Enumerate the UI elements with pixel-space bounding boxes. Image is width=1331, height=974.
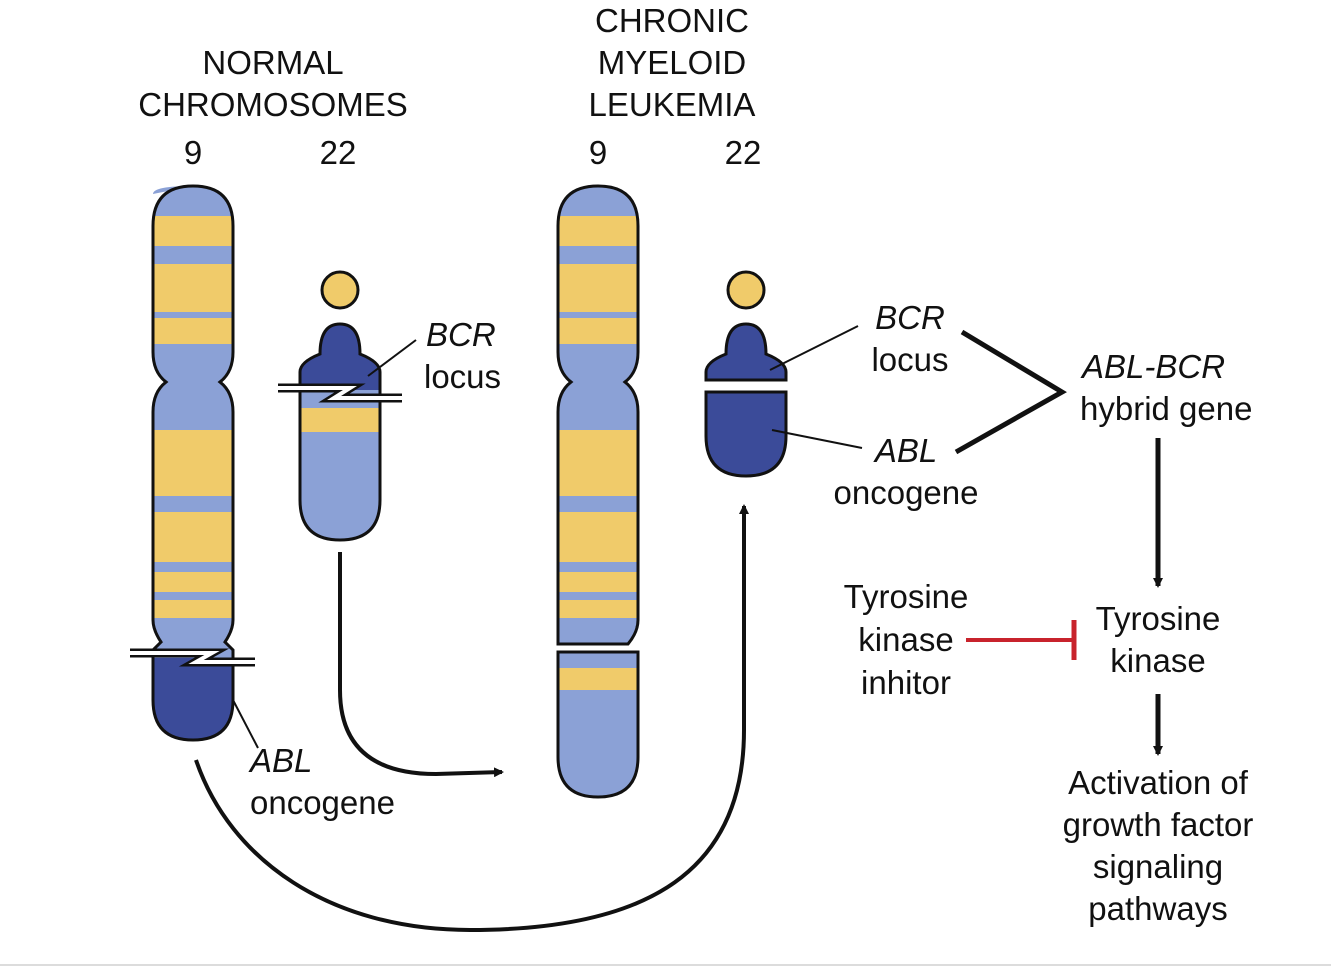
- abl-normal-oncogene-label: oncogene: [250, 784, 395, 821]
- normal-chromosome-9: [130, 184, 255, 742]
- normal-chromosome-22: [278, 270, 402, 542]
- hybrid-gene-suffix: hybrid gene: [1080, 390, 1253, 427]
- band: [153, 572, 233, 592]
- band: [300, 408, 380, 432]
- activation-line4: pathways: [1088, 890, 1228, 927]
- inhibitor-line3: inhitor: [861, 664, 951, 701]
- abl-normal-leader: [232, 699, 259, 749]
- band: [153, 216, 233, 246]
- tyrosine-kinase-line2: kinase: [1110, 642, 1206, 679]
- bcr-cml-locus-label: locus: [871, 341, 949, 378]
- bottom-divider: [0, 964, 1331, 966]
- band: [153, 512, 233, 562]
- band: [558, 600, 638, 618]
- bcr-segment: [300, 324, 380, 390]
- inhibitor-line2: kinase: [858, 621, 954, 658]
- band: [153, 430, 233, 496]
- inhibitor-line1: Tyrosine: [843, 578, 969, 615]
- activation-line1: Activation of: [1068, 764, 1248, 801]
- activation-line3: signaling: [1092, 848, 1224, 885]
- band: [558, 668, 638, 690]
- cml-header-line3: LEUKEMIA: [588, 86, 756, 123]
- cml-chromosome-22-number: 22: [724, 134, 762, 171]
- bcr-normal-label: BCR: [426, 316, 496, 353]
- band: [558, 216, 638, 246]
- hybrid-gene-name: ABL-BCR: [1082, 348, 1226, 385]
- cml-header-line1: CHRONIC: [595, 2, 749, 39]
- activation-line2: growth factor: [1062, 806, 1254, 843]
- cml-chromosome-9-number: 9: [588, 134, 608, 171]
- abl-cml-leader: [771, 429, 863, 449]
- bcr-cml-label: BCR: [875, 299, 945, 336]
- band: [558, 572, 638, 592]
- normal-chromosome-22-number: 22: [319, 134, 357, 171]
- normal-chromosome-9-number: 9: [183, 134, 203, 171]
- abl-segment: [704, 390, 788, 478]
- cml-chromosome-22: [704, 270, 788, 478]
- translocation-arrow-22-to-9: [338, 552, 504, 778]
- band: [558, 512, 638, 562]
- cml-chromosome-9: [556, 184, 640, 799]
- bcr-normal-locus-label: locus: [424, 358, 502, 395]
- band: [558, 264, 638, 312]
- abl-cml-oncogene-label: oncogene: [833, 474, 979, 511]
- band: [153, 600, 233, 618]
- band: [558, 318, 638, 344]
- band: [153, 264, 233, 312]
- abl-normal-label: ABL: [250, 742, 313, 779]
- band: [558, 430, 638, 496]
- bcr-segment: [704, 322, 788, 382]
- satellite: [320, 270, 360, 310]
- translocation-arrow-9-to-22: [194, 504, 749, 933]
- satellite: [726, 270, 766, 310]
- abl-segment: [153, 658, 233, 740]
- normal-header-line1: NORMAL: [202, 44, 344, 81]
- band: [153, 318, 233, 344]
- cml-header-line2: MYELOID: [597, 44, 747, 81]
- abl-cml-label: ABL: [874, 432, 938, 469]
- bcr-cml-leader: [769, 325, 859, 371]
- normal-header-line2: CHROMOSOMES: [138, 86, 408, 123]
- tyrosine-kinase-line1: Tyrosine: [1095, 600, 1221, 637]
- bcr-normal-leader: [367, 339, 417, 377]
- hybrid-bracket: [954, 329, 1067, 455]
